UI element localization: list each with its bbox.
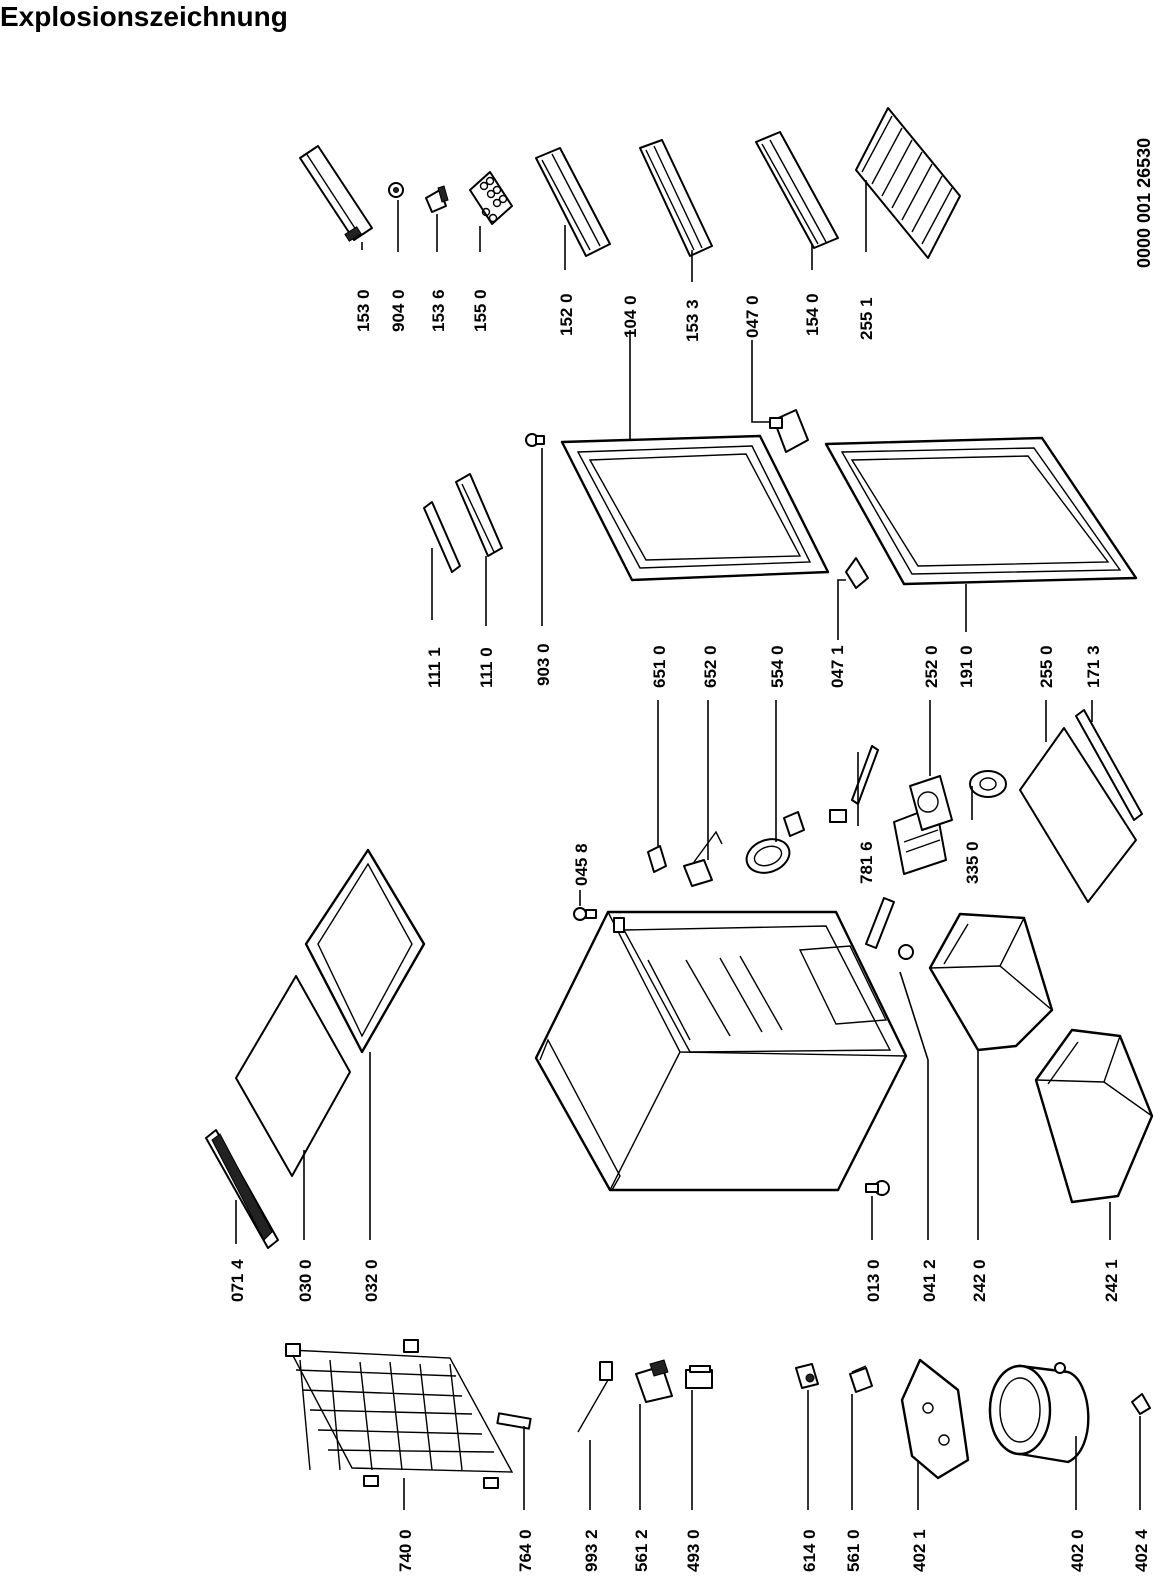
part-label-740-0: 740 0 [396, 1529, 415, 1572]
part-label-111-1: 111 1 [425, 647, 444, 688]
part-402-1-drawing [900, 1358, 970, 1510]
part-label-903-0: 903 0 [534, 643, 553, 686]
part-993-2-drawing [577, 1361, 613, 1510]
part-781-6-drawing [829, 745, 879, 826]
part-554-0-drawing [745, 700, 805, 874]
part-label-111-0: 111 0 [477, 647, 496, 688]
part-030-0-drawing [235, 975, 351, 1240]
part-label-335-0: 335 0 [963, 841, 982, 884]
part-label-152-0: 152 0 [557, 293, 576, 336]
part-label-402-1: 402 1 [910, 1529, 929, 1572]
part-171-3-drawing [1075, 700, 1143, 821]
part-045-8-drawing [573, 890, 597, 921]
part-label-104-0: 104 0 [621, 295, 640, 338]
part-label-402-0: 402 0 [1068, 1529, 1087, 1572]
part-402-4-drawing [1131, 1393, 1151, 1510]
part-label-153-6: 153 6 [429, 289, 448, 332]
page-title: Explosionszeichnung [0, 1, 288, 32]
part-number-labels: 153 0 904 0 153 6 155 0 152 0 104 0 153 … [228, 289, 1151, 1572]
part-904-0-drawing [388, 182, 404, 252]
part-153-3-drawing [639, 139, 713, 282]
part-154-0-drawing [755, 131, 839, 270]
part-label-614-0: 614 0 [800, 1529, 819, 1572]
part-label-561-2: 561 2 [632, 1529, 651, 1572]
part-614-0-drawing [795, 1363, 819, 1510]
part-label-191-0: 191 0 [957, 645, 976, 688]
document-number: 0000 001 26530 [1134, 138, 1154, 268]
part-label-904-0: 904 0 [389, 289, 408, 332]
part-label-242-0: 242 0 [970, 1259, 989, 1302]
part-041-2-drawing [865, 897, 929, 1240]
part-104-0-drawing [560, 330, 830, 582]
part-label-652-0: 652 0 [701, 645, 720, 688]
part-label-242-1: 242 1 [1102, 1259, 1121, 1302]
part-111-1-drawing [423, 501, 461, 620]
part-label-255-1: 255 1 [857, 297, 876, 340]
part-label-032-0: 032 0 [362, 1259, 381, 1302]
part-335-0-drawing [969, 770, 1007, 820]
part-152-0-drawing [535, 147, 611, 270]
part-label-651-0: 651 0 [650, 645, 669, 688]
part-label-155-0: 155 0 [471, 289, 490, 332]
part-153-6-drawing [425, 185, 449, 252]
part-label-561-0: 561 0 [844, 1529, 863, 1572]
part-071-4-drawing [205, 1129, 279, 1249]
part-764-0-drawing [496, 1412, 532, 1510]
part-label-154-0: 154 0 [803, 293, 822, 336]
part-label-153-3: 153 3 [683, 299, 702, 342]
part-252-0-drawing [893, 700, 953, 875]
part-242-0-drawing [928, 912, 1054, 1240]
part-493-0-drawing [685, 1365, 713, 1510]
part-label-993-2: 993 2 [582, 1529, 601, 1572]
part-013-0-drawing [865, 1180, 890, 1240]
part-047-0-drawing [751, 340, 809, 453]
part-label-252-0: 252 0 [922, 645, 941, 688]
part-155-0-drawing [469, 171, 513, 252]
part-label-013-0: 013 0 [864, 1259, 883, 1302]
part-561-2-drawing [635, 1359, 673, 1510]
part-153-0-drawing [299, 145, 373, 250]
part-191-0-drawing [824, 436, 1138, 632]
part-label-493-0: 493 0 [684, 1529, 703, 1572]
part-label-153-0: 153 0 [354, 289, 373, 332]
part-label-171-3: 171 3 [1084, 645, 1103, 688]
part-label-047-0: 047 0 [743, 295, 762, 338]
cabinet-drawing [534, 910, 908, 1192]
part-label-047-1: 047 1 [828, 645, 847, 688]
part-label-781-6: 781 6 [857, 841, 876, 884]
part-label-045-8: 045 8 [572, 843, 591, 886]
part-740-0-drawing [285, 1339, 514, 1510]
part-652-0-drawing [683, 700, 723, 887]
part-label-255-0: 255 0 [1037, 645, 1056, 688]
part-label-041-2: 041 2 [920, 1259, 939, 1302]
part-903-0-drawing [525, 433, 545, 626]
part-label-402-4: 402 4 [1132, 1529, 1151, 1572]
part-651-0-drawing [647, 700, 667, 873]
part-label-554-0: 554 0 [768, 645, 787, 688]
part-255-1-drawing [855, 107, 961, 259]
part-255-0-drawing [1019, 700, 1137, 903]
part-242-1-drawing [1034, 1028, 1154, 1240]
part-402-0-drawing [988, 1362, 1090, 1510]
part-label-030-0: 030 0 [296, 1259, 315, 1302]
part-047-1-drawing [837, 557, 869, 640]
part-label-071-4: 071 4 [228, 1259, 247, 1302]
part-032-0-drawing [304, 848, 426, 1240]
part-561-0-drawing [849, 1365, 873, 1510]
part-label-764-0: 764 0 [516, 1529, 535, 1572]
part-111-0-drawing [455, 473, 503, 626]
